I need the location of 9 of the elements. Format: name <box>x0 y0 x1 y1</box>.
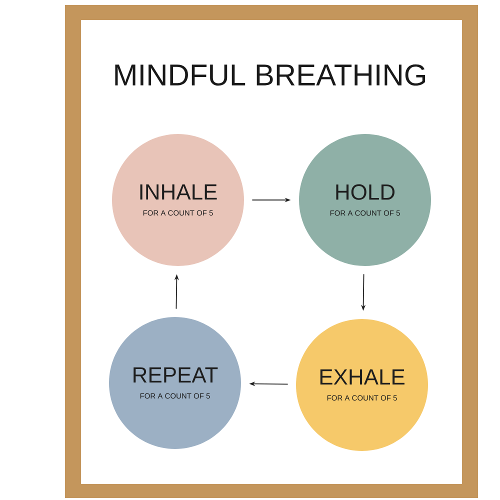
step-circle <box>299 134 431 266</box>
step-heading: INHALE <box>140 184 217 200</box>
step-circle <box>109 317 241 449</box>
step-heading: HOLD <box>336 184 395 200</box>
step-heading: EXHALE <box>320 369 404 385</box>
step-circle <box>296 319 428 451</box>
step-heading: REPEAT <box>134 367 218 383</box>
title: MINDFUL BREATHING <box>115 64 425 86</box>
step-circle <box>112 134 244 266</box>
